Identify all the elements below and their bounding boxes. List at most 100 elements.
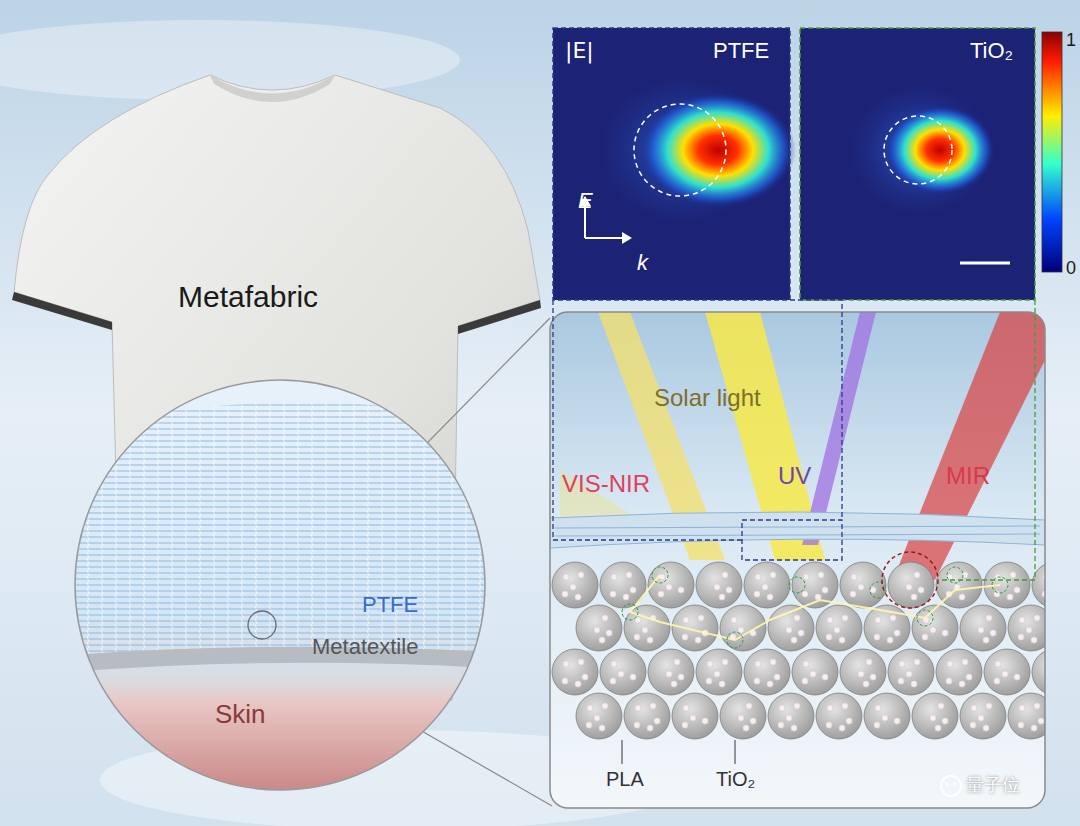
- tio2-particle: [786, 715, 792, 721]
- tio2-particle: [602, 703, 608, 709]
- pla-fiber: [552, 562, 598, 608]
- tio2-particle: [827, 617, 833, 623]
- schematic-panel: Solar lightVIS-NIRUVMIRPLATiO₂: [550, 312, 1045, 808]
- tio2-particle: [695, 637, 701, 643]
- tio2-particle: [707, 661, 713, 667]
- tio2-particle: [738, 715, 744, 721]
- pla-fiber: [984, 562, 1030, 608]
- tio2-particle: [779, 705, 785, 711]
- tio2-particle: [791, 637, 797, 643]
- tio2-particle: [858, 671, 864, 677]
- tio2-particle: [755, 661, 761, 667]
- pla-fiber: [720, 605, 766, 651]
- tio2-particle: [818, 572, 824, 578]
- tio2-particle: [803, 574, 809, 580]
- pla-fiber: [768, 693, 814, 739]
- tio2-particle: [594, 627, 600, 633]
- pla-fiber: [912, 693, 958, 739]
- tio2-particle: [722, 572, 728, 578]
- tio2-particle: [690, 715, 696, 721]
- pla-fiber: [1008, 693, 1045, 739]
- tio2-particle: [754, 591, 760, 597]
- tio2-particle: [719, 594, 725, 600]
- pla-fiber: [552, 649, 598, 695]
- tio2-particle: [906, 671, 912, 677]
- tio2-particle: [674, 659, 680, 665]
- tio2-particle: [914, 659, 920, 665]
- tio2-particle: [850, 591, 856, 597]
- tio2-particle: [767, 681, 773, 687]
- tio2-particle: [890, 615, 896, 621]
- tio2-particle: [1007, 594, 1013, 600]
- pla-fiber: [960, 693, 1006, 739]
- tio2-particle: [898, 678, 904, 684]
- tio2-particle: [978, 627, 984, 633]
- tio2-particle: [875, 617, 881, 623]
- tio2-particle: [582, 674, 588, 680]
- layer-label: PTFE: [362, 592, 418, 617]
- tio2-particle: [1014, 587, 1020, 593]
- tio2-particle: [587, 705, 593, 711]
- tio2-particle: [962, 659, 968, 665]
- tio2-particle: [911, 594, 917, 600]
- tio2-particle: [894, 630, 900, 636]
- tio2-particle: [755, 574, 761, 580]
- tio2-particle: [642, 627, 648, 633]
- tio2-particle: [594, 715, 600, 721]
- tio2-particle: [1026, 627, 1032, 633]
- tio2-particle: [810, 671, 816, 677]
- band-label: UV: [778, 462, 811, 490]
- tio2-particle: [882, 715, 888, 721]
- tio2-particle: [899, 661, 905, 667]
- tio2-particle: [666, 671, 672, 677]
- tio2-particle: [990, 630, 996, 636]
- material-label: PTFE: [713, 38, 769, 63]
- tio2-particle: [922, 634, 928, 640]
- tio2-particle: [750, 718, 756, 724]
- axis-label: k: [637, 250, 648, 275]
- band-label: MIR: [946, 462, 990, 490]
- pla-fiber: [960, 605, 1006, 651]
- material-label: TiO₂: [716, 768, 755, 791]
- tio2-particle: [635, 705, 641, 711]
- tio2-particle: [1019, 705, 1025, 711]
- field-label: |E|: [565, 38, 594, 63]
- field-panel: TiO₂: [800, 28, 1035, 300]
- tio2-particle: [846, 718, 852, 724]
- tio2-particle: [983, 725, 989, 731]
- tio2-particle: [802, 591, 808, 597]
- tio2-particle: [778, 722, 784, 728]
- tio2-particle: [887, 637, 893, 643]
- tio2-particle: [719, 681, 725, 687]
- tio2-particle: [938, 703, 944, 709]
- tio2-particle: [1031, 725, 1037, 731]
- tio2-particle: [610, 678, 616, 684]
- tio2-particle: [1019, 617, 1025, 623]
- tio2-particle: [599, 637, 605, 643]
- tio2-particle: [563, 574, 569, 580]
- tio2-particle: [822, 587, 828, 593]
- tio2-particle: [994, 678, 1000, 684]
- tio2-particle: [906, 584, 912, 590]
- tio2-particle: [966, 674, 972, 680]
- tio2-particle: [698, 615, 704, 621]
- tio2-particle: [602, 615, 608, 621]
- pla-fiber: [840, 649, 886, 695]
- pla-fiber: [576, 605, 622, 651]
- tio2-particle: [822, 674, 828, 680]
- tio2-particle: [722, 659, 728, 665]
- tio2-particle: [918, 587, 924, 593]
- tio2-particle: [866, 659, 872, 665]
- pla-fiber: [792, 649, 838, 695]
- tio2-particle: [791, 725, 797, 731]
- tio2-particle: [770, 572, 776, 578]
- tio2-particle: [971, 705, 977, 711]
- tio2-particle: [826, 722, 832, 728]
- pla-fiber: [744, 649, 790, 695]
- tio2-particle: [1010, 572, 1016, 578]
- tio2-particle: [959, 594, 965, 600]
- watermark: 量子位: [966, 775, 1020, 796]
- tio2-particle: [634, 634, 640, 640]
- material-label: PLA: [606, 768, 644, 791]
- pla-fiber: [672, 605, 718, 651]
